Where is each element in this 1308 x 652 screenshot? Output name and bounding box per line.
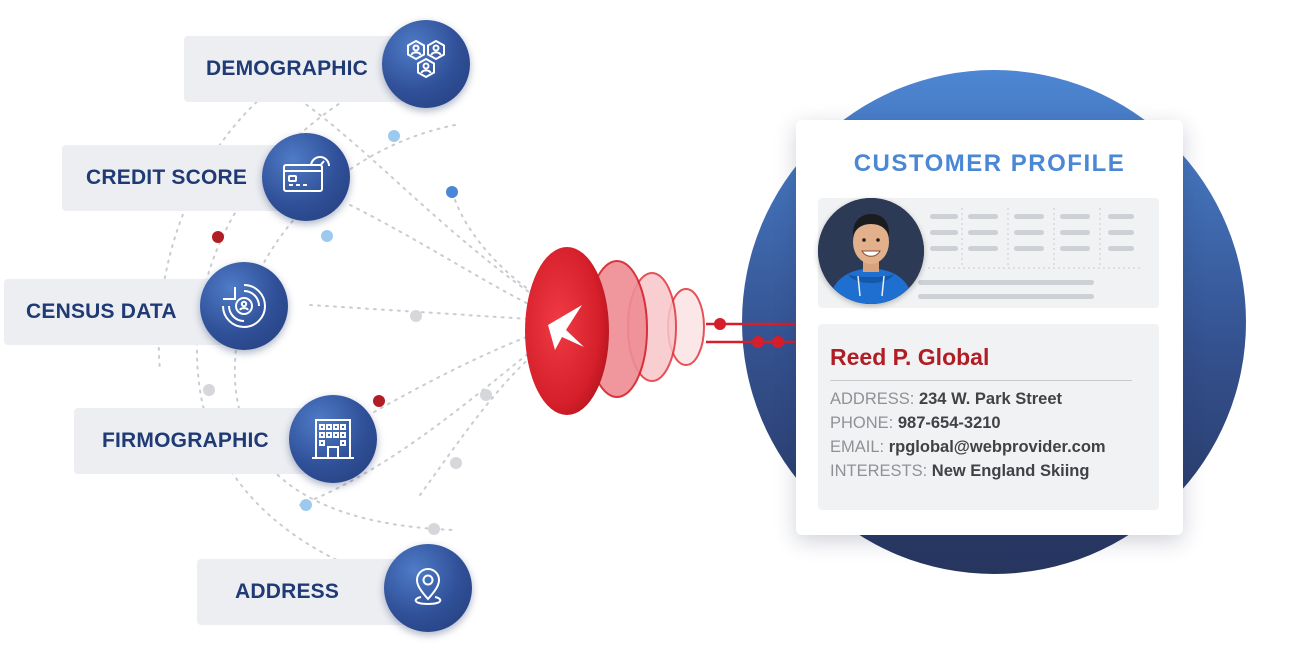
profile-title: CUSTOMER PROFILE (853, 150, 1126, 177)
detail-value: 987-654-3210 (897, 414, 1001, 432)
source-label-firmographic: FIRMOGRAPHIC (74, 408, 324, 474)
location-pin-icon (384, 544, 472, 632)
decorative-dots (203, 130, 492, 535)
detail-key: ADDRESS: (830, 390, 915, 408)
connector-census (309, 304, 546, 321)
connector-credit (349, 204, 541, 311)
source-label-text: ADDRESS (235, 580, 340, 603)
enrichment-funnel (525, 247, 705, 415)
people-network-icon (382, 20, 470, 108)
customer-avatar (818, 198, 924, 304)
source-label-text: FIRMOGRAPHIC (102, 429, 269, 452)
arc-outer (195, 79, 421, 591)
connector-upper (454, 199, 546, 301)
customer-name: Reed P. Global (830, 344, 990, 370)
detail-row-interests: INTERESTS: New England Skiing (830, 462, 1089, 481)
detail-key: EMAIL: (830, 438, 885, 456)
brand-logo-icon (548, 305, 584, 350)
detail-row-email: EMAIL: rpglobal@webprovider.com (830, 438, 1106, 457)
funnel-to-profile-links (706, 318, 800, 348)
source-label-text: DEMOGRAPHIC (206, 57, 369, 80)
placeholder-data-grid (918, 208, 1143, 299)
customer-photo (818, 198, 924, 304)
census-pie-person-icon (200, 262, 288, 350)
connector-lower (419, 344, 546, 496)
office-building-icon (289, 395, 377, 483)
source-label-text: CREDIT SCORE (86, 166, 248, 189)
detail-value: 234 W. Park Street (918, 390, 1063, 408)
detail-row-phone: PHONE: 987-654-3210 (830, 414, 1001, 433)
credit-card-gauge-icon (262, 133, 350, 221)
detail-value: rpglobal@webprovider.com (888, 438, 1106, 456)
source-label-text: CENSUS DATA (26, 300, 177, 323)
detail-key: PHONE: (830, 414, 894, 432)
connector-firmographic (359, 329, 546, 421)
name-divider (830, 380, 1132, 381)
detail-value: New England Skiing (931, 462, 1090, 480)
connector-demographic (299, 99, 541, 301)
profile-detail-panel: Reed P. Global ADDRESS: 234 W. Park Stre… (818, 324, 1159, 510)
connector-address (299, 339, 546, 506)
customer-profile-card: CUSTOMER PROFILE (796, 120, 1183, 535)
detail-key: INTERESTS: (830, 462, 928, 480)
detail-row-address: ADDRESS: 234 W. Park Street (830, 390, 1062, 409)
